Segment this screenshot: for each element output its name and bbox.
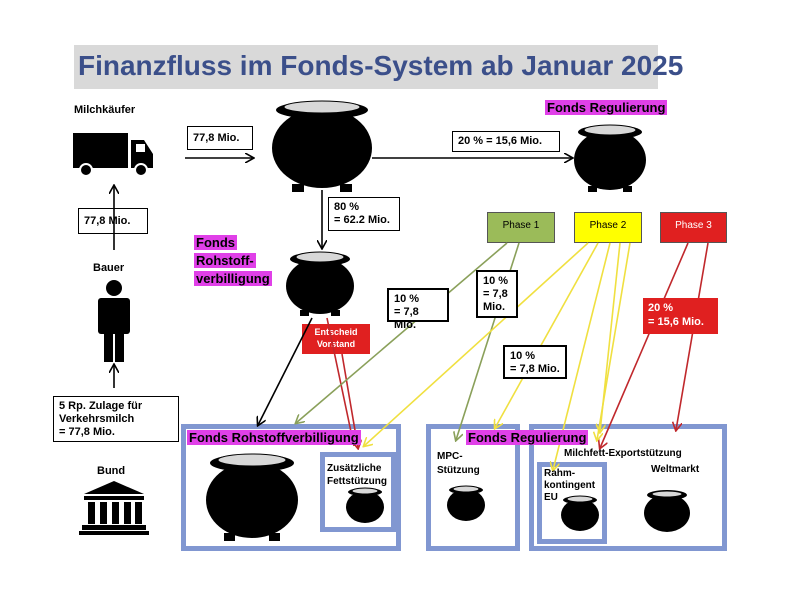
rohstoff-label-line1: Fonds [194, 235, 237, 250]
government-building-icon [79, 481, 149, 535]
rahm-line1: Rahm- [544, 468, 576, 479]
bauer-payment-box: 77,8 Mio. [78, 208, 148, 234]
regulierung-share-value: 20 % = 15,6 Mio. [458, 135, 543, 147]
phase-2-box: Phase 2 [574, 212, 642, 243]
mpc-line1: MPC- [437, 451, 463, 462]
bund-zulage-line2: Verkehrsmilch [59, 413, 135, 425]
p1-mpc-unit: Mio. [483, 301, 505, 313]
main-fund-pot-icon [272, 100, 372, 192]
rohstoff-label-line3: verbilligung [194, 271, 272, 286]
fett-pot-icon [346, 487, 384, 523]
regulierung-share-box: 20 % = 15,6 Mio. [452, 131, 560, 152]
fettstuetzung-box [320, 452, 396, 532]
p2-export-pct: 10 % [510, 350, 536, 362]
p2-export-box: 10 % = 7,8 Mio. [503, 345, 567, 379]
truck-icon [73, 133, 153, 177]
regulierung-top-label: Fonds Regulierung [545, 100, 668, 115]
p3-pct: 20 % [648, 302, 674, 314]
bund-zulage-box: 5 Rp. Zulage für Verkehrsmilch = 77,8 Mi… [53, 396, 179, 442]
p1-mpc-amount: = 7,8 [483, 288, 508, 300]
arrow-rohstoff-to-bottom [258, 317, 313, 425]
p2-export-amount: = 7,8 Mio. [510, 363, 560, 375]
regulierung-fund-box [426, 424, 520, 551]
bauer-label: Bauer [93, 262, 125, 274]
fett-line2: Fettstützung [327, 476, 387, 487]
rohstoff-share-box: 80 % = 62.2 Mio. [328, 197, 400, 231]
mpc-pot-icon [447, 485, 485, 521]
export-fund-box [529, 424, 727, 551]
bund-zulage-line1: 5 Rp. Zulage für [59, 400, 143, 412]
rohstoff-fund-box [181, 424, 401, 551]
export-title: Milchfett-Exportstützung [564, 448, 682, 459]
regulierung-pot-icon [574, 124, 646, 192]
kaeufer-payment-box: 77,8 Mio. [187, 126, 253, 150]
rohstoff-fund-label: Fonds Rohstoff- verbilligung [194, 234, 280, 288]
phase-1-box: Phase 1 [487, 212, 555, 243]
arrow-phase3-to-export [676, 242, 709, 430]
entscheid-line1: Entscheid [314, 327, 358, 337]
p3-amount: = 15,6 Mio. [648, 316, 704, 328]
p1-mpc-box: 10 % = 7,8 Mio. [476, 270, 518, 318]
milchkaeufer-label: Milchkäufer [74, 104, 136, 116]
title-background [74, 45, 658, 89]
rohstoff-large-pot-icon [206, 453, 298, 541]
rohstoff-label-line2: Rohstoff- [194, 253, 256, 268]
p2-rohstoff-pct: 10 % [394, 293, 420, 305]
arrow-phase2-to-export-b [597, 242, 631, 440]
bund-zulage-line3: = 77,8 Mio. [59, 426, 115, 438]
arrow-phase1-to-rohstoff [296, 242, 508, 423]
diagram-title: Finanzfluss im Fonds-System ab Januar 20… [78, 50, 684, 81]
fett-line1: Zusätzliche [327, 463, 382, 474]
weltmarkt-pot-icon [644, 490, 690, 532]
phase-3-box: Phase 3 [660, 212, 727, 243]
entscheid-line2: Vorstand [316, 339, 356, 349]
rohstoff-pot-icon [286, 251, 354, 316]
arrow-phase2-to-fett [364, 242, 589, 446]
arrow-phase2-to-regulierung [495, 242, 599, 428]
entscheid-vorstand-box: Entscheid Vorstand [302, 324, 370, 354]
p3-box: 20 % = 15,6 Mio. [643, 298, 718, 334]
p2-rohstoff-box: 10 % = 7,8 Mio. [387, 288, 449, 331]
mpc-line2: Stützung [437, 465, 480, 476]
rohstoff-share-amount: = 62.2 Mio. [334, 214, 390, 226]
mpc-label: MPC- Stützung [437, 450, 480, 478]
rahmkontingent-box [537, 462, 607, 544]
bauer-payment-value: 77,8 Mio. [84, 215, 131, 227]
rahm-pot-icon [561, 495, 599, 531]
rahmkontingent-label: Rahm- kontingent EU [544, 468, 595, 504]
rohstoff-share-pct: 80 % [334, 201, 360, 213]
rahm-line2: kontingent [544, 480, 596, 491]
p2-rohstoff-amount: = 7,8 Mio. [394, 306, 419, 331]
arrow-entscheid-left [326, 317, 355, 447]
rohstoff-fund-title: Fonds Rohstoffverbilligung [187, 430, 361, 445]
weltmarkt-label: Weltmarkt [651, 464, 700, 475]
p1-mpc-pct: 10 % [483, 275, 509, 287]
regulierung-fund-title: Fonds Regulierung [466, 430, 589, 445]
person-icon [98, 280, 130, 362]
rahm-line3: EU [544, 492, 558, 503]
fettstuetzung-label: Zusätzliche Fettstützung [327, 462, 387, 488]
kaeufer-payment-value: 77,8 Mio. [193, 132, 240, 144]
bund-label: Bund [97, 465, 126, 477]
arrow-phase3-to-rahm [600, 242, 689, 448]
